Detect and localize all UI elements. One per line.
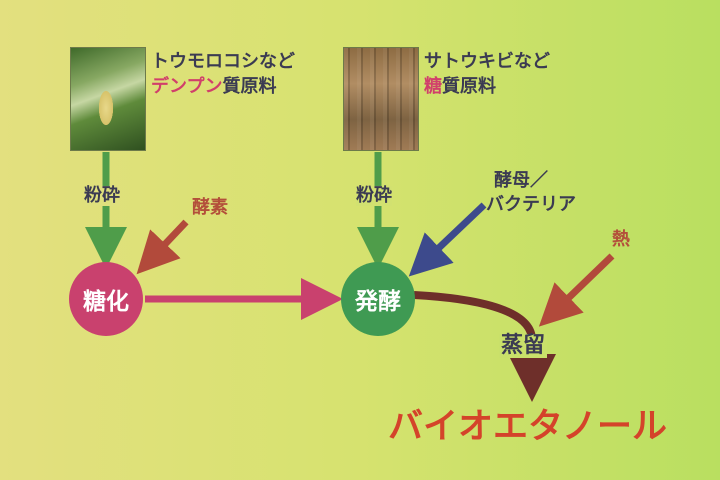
right-source-title: サトウキビなど [424, 51, 550, 72]
right-source-subtitle: 糖質原料 [424, 78, 496, 96]
distillation-label: 蒸留 [499, 333, 548, 358]
left-source-rest: 質原料 [222, 76, 277, 97]
sugarcane-photo [343, 47, 419, 151]
right-source-accent: 糖 [424, 76, 442, 97]
corn-photo [70, 47, 146, 151]
enzyme-arrow [136, 219, 189, 275]
bioethanol-label: バイオエタノール [388, 407, 667, 447]
crush-label-right: 粉砕 [356, 185, 392, 206]
heat-arrow [538, 253, 615, 327]
heat-label: 熱 [612, 229, 630, 250]
left-source-accent: デンプン [151, 76, 223, 97]
right-source-rest: 質原料 [442, 76, 496, 97]
left-source-subtitle: デンプン質原料 [151, 78, 276, 96]
left-source-title: トウモロコシなど [151, 51, 295, 72]
fermentation-node: 発酵 [341, 262, 415, 336]
yeast-label: 酵母／ [494, 170, 548, 191]
saccharification-node: 糖化 [69, 262, 143, 336]
crush-label-left: 粉砕 [84, 185, 120, 206]
bacteria-label: バクテリア [486, 194, 576, 215]
enzyme-label: 酵素 [192, 197, 228, 218]
yeast-arrow [408, 202, 487, 277]
